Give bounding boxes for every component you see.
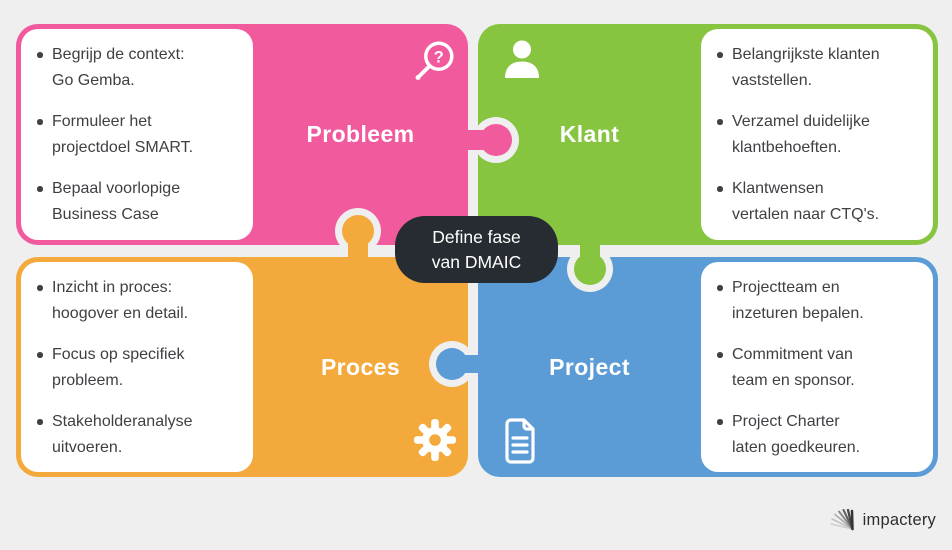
bullet-list: Belangrijkste klanten vaststellen. Verza… [715, 42, 925, 228]
bullet-item: Commitment van team en sponsor. [715, 342, 925, 394]
bullet-item: Formuleer het projectdoel SMART. [35, 109, 245, 161]
quadrant-title-proces: Proces [320, 353, 401, 380]
quadrant-title-project: Project [549, 353, 630, 380]
bullet-item: Begrijp de context: Go Gemba. [35, 42, 245, 94]
klant-color-half: Klant [478, 24, 701, 245]
bullet-item: Project Charter laten goedkeuren. [715, 409, 925, 461]
klant-text-panel: Belangrijkste klanten vaststellen. Verza… [701, 29, 933, 240]
bullet-list: Projectteam en inzeturen bepalen. Commit… [715, 275, 925, 461]
project-text-panel: Projectteam en inzeturen bepalen. Commit… [701, 262, 933, 472]
probleem-text-panel: Begrijp de context: Go Gemba. Formuleer … [21, 29, 253, 240]
bullet-item: Belangrijkste klanten vaststellen. [715, 42, 925, 94]
brand-name: impactery [862, 510, 936, 529]
bullet-item: Klantwensen vertalen naar CTQ's. [715, 176, 925, 228]
quadrant-title-klant: Klant [559, 121, 620, 147]
brand-logo: impactery [829, 504, 936, 536]
bullet-item: Inzicht in proces: hoogover en detail. [35, 275, 245, 327]
bullet-item: Focus op specifiek probleem. [35, 342, 245, 394]
bullet-item: Stakeholderanalyse uitvoeren. [35, 409, 245, 461]
quadrant-card-proces: Inzicht in proces: hoogover en detail. F… [16, 257, 468, 477]
person-icon [505, 40, 539, 78]
bullet-item: Verzamel duidelijke klantbehoeften. [715, 109, 925, 161]
puzzle-knob-pink [480, 124, 512, 156]
quadrant-card-project: Project Projectteam en inzeturen bepalen… [478, 257, 938, 477]
project-color-half: Project [478, 257, 701, 477]
puzzle-knob-green [574, 253, 606, 285]
puzzle-knob-orange [342, 215, 374, 247]
quadrant-title-probleem: Probleem [306, 121, 415, 147]
svg-text:?: ? [434, 49, 444, 67]
quadrant-card-probleem: Begrijp de context: Go Gemba. Formuleer … [16, 24, 468, 245]
bullet-item: Projectteam en inzeturen bepalen. [715, 275, 925, 327]
bullet-list: Begrijp de context: Go Gemba. Formuleer … [35, 42, 245, 228]
proces-color-half: Proces [253, 257, 468, 477]
define-phase-label: Define fase van DMAIC [395, 216, 558, 283]
impactery-fan-icon [829, 508, 854, 530]
puzzle-knob-blue [436, 348, 468, 380]
bullet-list: Inzicht in proces: hoogover en detail. F… [35, 275, 245, 461]
gear-icon [414, 419, 456, 461]
document-icon [505, 418, 535, 464]
magnifier-question-icon: ? [415, 41, 454, 80]
proces-text-panel: Inzicht in proces: hoogover en detail. F… [21, 262, 253, 472]
bullet-item: Bepaal voorlopige Business Case [35, 176, 245, 228]
probleem-color-half: Probleem [253, 24, 468, 245]
quadrant-card-klant: Klant Belangrijkste klanten vaststellen.… [478, 24, 938, 245]
